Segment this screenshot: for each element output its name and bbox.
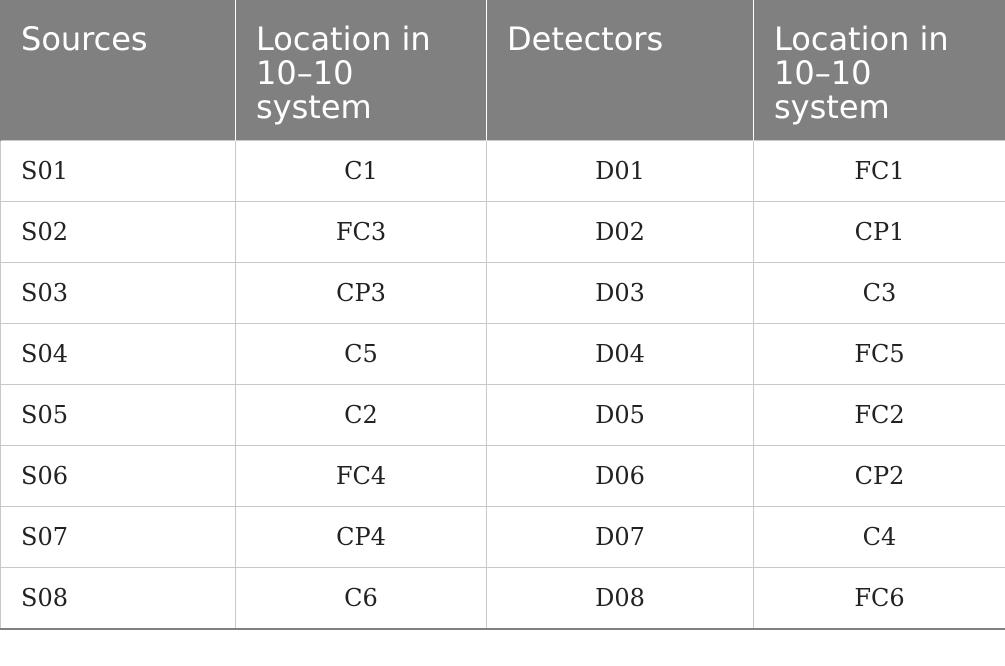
header-detectors: Detectors <box>486 0 754 141</box>
header-detector-location: Location in 10–10 system <box>753 0 1005 141</box>
source-cell: S06 <box>0 445 236 507</box>
source-cell: S03 <box>0 262 236 324</box>
table-row: S04 C5 D04 FC5 <box>0 323 1005 385</box>
source-location-cell: C6 <box>235 567 487 630</box>
source-cell: S05 <box>0 384 236 446</box>
source-location-cell: CP4 <box>235 506 487 568</box>
source-cell: S01 <box>0 140 236 202</box>
detector-cell: D08 <box>486 567 754 630</box>
table-row: S05 C2 D05 FC2 <box>0 384 1005 446</box>
source-location-cell: C5 <box>235 323 487 385</box>
source-location-cell: C2 <box>235 384 487 446</box>
source-location-cell: CP3 <box>235 262 487 324</box>
table-row: S01 C1 D01 FC1 <box>0 140 1005 202</box>
header-sources: Sources <box>0 0 236 141</box>
detector-location-cell: CP1 <box>753 201 1005 263</box>
table-body: S01 C1 D01 FC1 S02 FC3 D02 CP1 S03 CP3 D… <box>0 140 1005 630</box>
detector-location-cell: FC5 <box>753 323 1005 385</box>
source-location-cell: FC4 <box>235 445 487 507</box>
detector-cell: D04 <box>486 323 754 385</box>
source-detector-table: Sources Location in 10–10 system Detecto… <box>0 0 1005 630</box>
source-cell: S04 <box>0 323 236 385</box>
table-header: Sources Location in 10–10 system Detecto… <box>0 0 1005 141</box>
detector-cell: D01 <box>486 140 754 202</box>
detector-location-cell: C4 <box>753 506 1005 568</box>
source-cell: S02 <box>0 201 236 263</box>
detector-cell: D06 <box>486 445 754 507</box>
detector-cell: D02 <box>486 201 754 263</box>
table-row: S02 FC3 D02 CP1 <box>0 201 1005 263</box>
header-row: Sources Location in 10–10 system Detecto… <box>0 0 1005 141</box>
detector-location-cell: FC1 <box>753 140 1005 202</box>
table-row: S03 CP3 D03 C3 <box>0 262 1005 324</box>
detector-location-cell: C3 <box>753 262 1005 324</box>
detector-cell: D07 <box>486 506 754 568</box>
detector-location-cell: CP2 <box>753 445 1005 507</box>
table-row: S06 FC4 D06 CP2 <box>0 445 1005 507</box>
source-location-cell: FC3 <box>235 201 487 263</box>
table-row: S08 C6 D08 FC6 <box>0 567 1005 630</box>
detector-location-cell: FC2 <box>753 384 1005 446</box>
detector-location-cell: FC6 <box>753 567 1005 630</box>
source-location-cell: C1 <box>235 140 487 202</box>
detector-cell: D03 <box>486 262 754 324</box>
header-source-location: Location in 10–10 system <box>235 0 487 141</box>
source-cell: S08 <box>0 567 236 630</box>
table-row: S07 CP4 D07 C4 <box>0 506 1005 568</box>
source-cell: S07 <box>0 506 236 568</box>
detector-cell: D05 <box>486 384 754 446</box>
